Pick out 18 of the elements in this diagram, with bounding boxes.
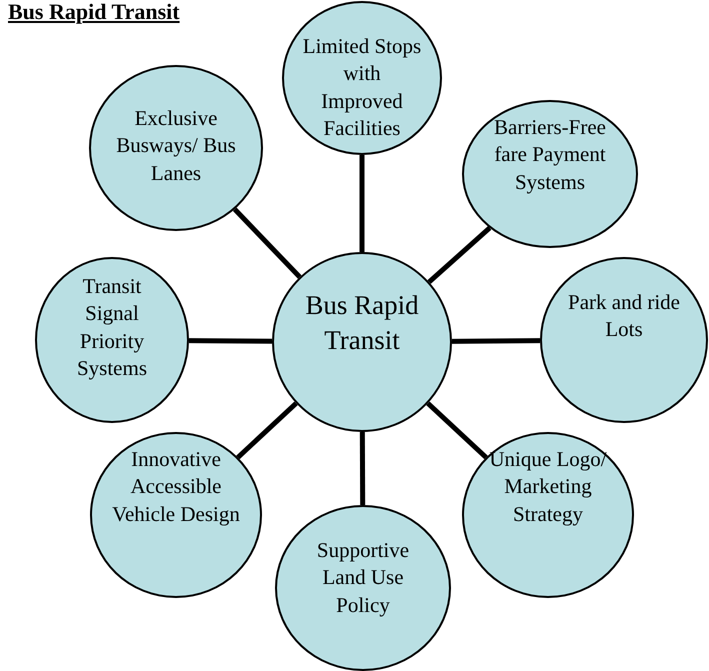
circle-label: Limited Stops with Improved Facilities	[302, 33, 422, 142]
connector-line	[232, 208, 302, 279]
connector-line	[427, 226, 492, 284]
connector-line	[360, 155, 364, 252]
circle-label: Exclusive Busways/ Bus Lanes	[115, 105, 237, 187]
circle-label: Bus Rapid Transit	[304, 289, 420, 358]
diagram-title: Bus Rapid Transit	[8, 0, 180, 24]
connector-line	[188, 338, 272, 344]
connector-line	[236, 401, 298, 460]
connector-line	[452, 338, 540, 344]
circle-label: Transit Signal Priority Systems	[76, 273, 148, 382]
circle-label: Park and ride Lots	[567, 289, 681, 344]
circle-label: Supportive Land Use Policy	[316, 537, 410, 619]
circle-label: Unique Logo/ Marketing Strategy	[488, 446, 608, 528]
circle-label: Innovative Accessible Vehicle Design	[111, 446, 241, 528]
connector-line	[360, 432, 366, 506]
connector-line	[426, 401, 488, 460]
circle-label: Barriers-Free fare Payment Systems	[493, 114, 607, 196]
